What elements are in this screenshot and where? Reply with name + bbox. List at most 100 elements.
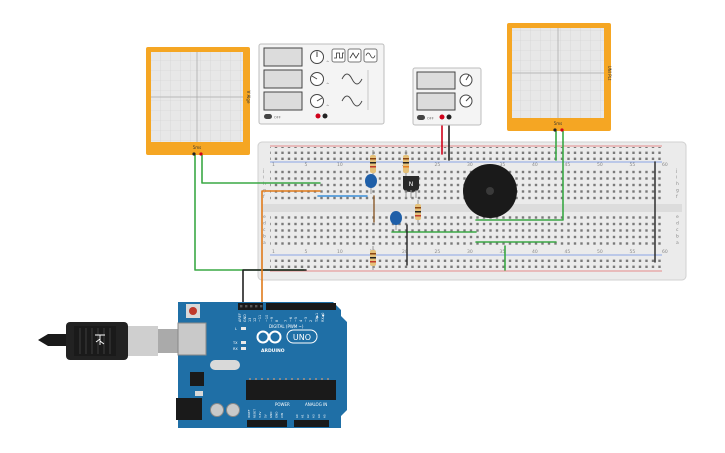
led-rx-label: RX (233, 347, 238, 351)
breadboard-row-letter: a (676, 241, 679, 246)
breadboard-row-letter: f (676, 194, 678, 200)
arduino-model-text: UNO (293, 333, 311, 342)
breadboard[interactable]: 1155101015152020252530303535404045455050… (257, 141, 687, 281)
fg-off-label: OFF (274, 116, 281, 120)
lower-terminal-strip[interactable] (270, 214, 662, 248)
psu-terminal-positive[interactable] (439, 114, 445, 120)
power-pin-label: RESET (253, 409, 257, 418)
breadboard-col-number: 30 (467, 249, 473, 255)
resistor-4[interactable] (370, 246, 376, 270)
usb-symbol-icon (95, 334, 105, 345)
psu-off-label: OFF (427, 117, 434, 121)
triangle-wave-icon (349, 52, 360, 59)
fg-terminal-negative[interactable] (322, 113, 328, 119)
led-rx (241, 347, 246, 350)
breadboard-col-number: 40 (532, 249, 538, 255)
fg-display-3 (263, 91, 303, 111)
scope-left-side-label: V Alge (246, 91, 251, 104)
header-digital[interactable] (266, 303, 336, 310)
breadboard-row-letter: c (263, 228, 266, 233)
pin-label-11: ~11 (258, 315, 262, 322)
transistor-label: N (409, 181, 414, 188)
breadboard-col-number: 50 (597, 249, 603, 255)
fg-power-switch[interactable] (264, 114, 272, 119)
wire-orange-signal[interactable] (261, 190, 321, 303)
oscilloscope-left[interactable]: V Alge 5ms (146, 47, 251, 156)
breadboard-col-number: 5 (305, 249, 308, 255)
scope-left-probe-pos[interactable] (199, 152, 203, 156)
pin-label-5: ~5 (294, 317, 298, 322)
breadboard-row-letter: b (263, 234, 266, 240)
breadboard-col-number: 10 (337, 249, 343, 255)
fg-knob-mark-3: ^ (326, 104, 329, 109)
resistor-2[interactable] (403, 150, 409, 180)
breadboard-row-letter: e (263, 215, 266, 220)
breadboard-row-letter: j (675, 168, 677, 174)
square-wave-icon (334, 52, 344, 59)
header-power[interactable] (247, 420, 287, 427)
pin-label-10: ~10 (265, 315, 269, 322)
wire-black-gnd[interactable] (242, 269, 307, 303)
power-pin-label: 3.3V (258, 412, 262, 418)
breadboard-col-number: 20 (402, 249, 408, 255)
breadboard-col-number: 40 (532, 162, 538, 168)
arduino-logo: ARDUINO (256, 330, 285, 354)
scope-left-time-label: 5ms (193, 145, 202, 150)
function-generator[interactable]: ^ ^ ^ OFF (258, 43, 385, 125)
capacitor-1[interactable] (365, 174, 377, 194)
led-tx (241, 341, 246, 344)
scope-right-side-label: UNI PLt (607, 66, 612, 81)
fg-display-1 (263, 47, 303, 67)
piezo-buzzer[interactable] (463, 164, 517, 218)
pin-label-9: ~9 (270, 317, 274, 322)
breadboard-col-number: 35 (500, 249, 506, 255)
dc-power-supply[interactable]: OFF (412, 67, 482, 126)
pin-label-3: ~3 (304, 317, 308, 322)
breadboard-row-letter: b (676, 234, 679, 240)
oscilloscope-right[interactable]: UNI PLt 5ms (507, 23, 612, 132)
breadboard-row-letter: a (263, 241, 266, 246)
header-analog[interactable] (294, 420, 329, 427)
psu-power-switch[interactable] (417, 115, 425, 120)
fg-knob-mark-1: ^ (326, 60, 329, 65)
power-header-label: POWER (275, 402, 290, 407)
wire-green-scope1-ch1[interactable] (201, 154, 321, 184)
breadboard-row-letter: i (676, 175, 677, 181)
square-wave-button[interactable] (331, 48, 346, 63)
power-pin-label: IOREF (247, 409, 251, 418)
scope-left-probe-neg[interactable] (192, 152, 196, 156)
breadboard-row-letter: h (263, 181, 266, 187)
usb-cable[interactable] (38, 322, 184, 360)
arduino-uno-board[interactable]: AREF GND 13 12 ~11 ~10 ~9 8 7 ~6 ~5 4 ~3… (176, 302, 347, 428)
breadboard-col-number: 1 (272, 249, 275, 255)
top-power-rail[interactable] (270, 147, 662, 161)
breadboard-col-number: 25 (435, 162, 441, 168)
resistor-3[interactable] (415, 200, 421, 225)
power-pin-label: 5V (264, 414, 268, 418)
scope-right-probe-neg[interactable] (553, 128, 557, 132)
psu-current-display (416, 92, 456, 111)
usb-port[interactable] (177, 322, 207, 356)
wire-green-scope2-ch2[interactable] (475, 129, 564, 221)
board-capacitor-2 (226, 403, 240, 417)
breadboard-col-number: 5 (305, 162, 308, 168)
pin-label-7: 7 (284, 320, 288, 322)
scope-right-probe-pos[interactable] (560, 128, 564, 132)
transistor[interactable]: N (403, 176, 419, 198)
fg-terminal-positive[interactable] (315, 113, 321, 119)
fg-waveform-preview-1 (341, 73, 363, 85)
fg-waveform-preview-2 (341, 95, 363, 107)
capacitor-2[interactable] (390, 211, 402, 230)
psu-terminal-negative[interactable] (446, 114, 452, 120)
bottom-power-rail[interactable] (270, 256, 662, 270)
scope-right-time-label: 5ms (554, 121, 563, 126)
power-jack[interactable] (176, 398, 202, 420)
breadboard-col-number: 25 (435, 249, 441, 255)
breadboard-row-letter: d (676, 221, 679, 227)
crystal-oscillator (210, 360, 240, 370)
fg-display-2 (263, 69, 303, 89)
pin-label-tx: TX▶1 (315, 313, 319, 323)
pin-label-aref: AREF (238, 313, 242, 322)
breadboard-row-letter: g (676, 189, 679, 194)
